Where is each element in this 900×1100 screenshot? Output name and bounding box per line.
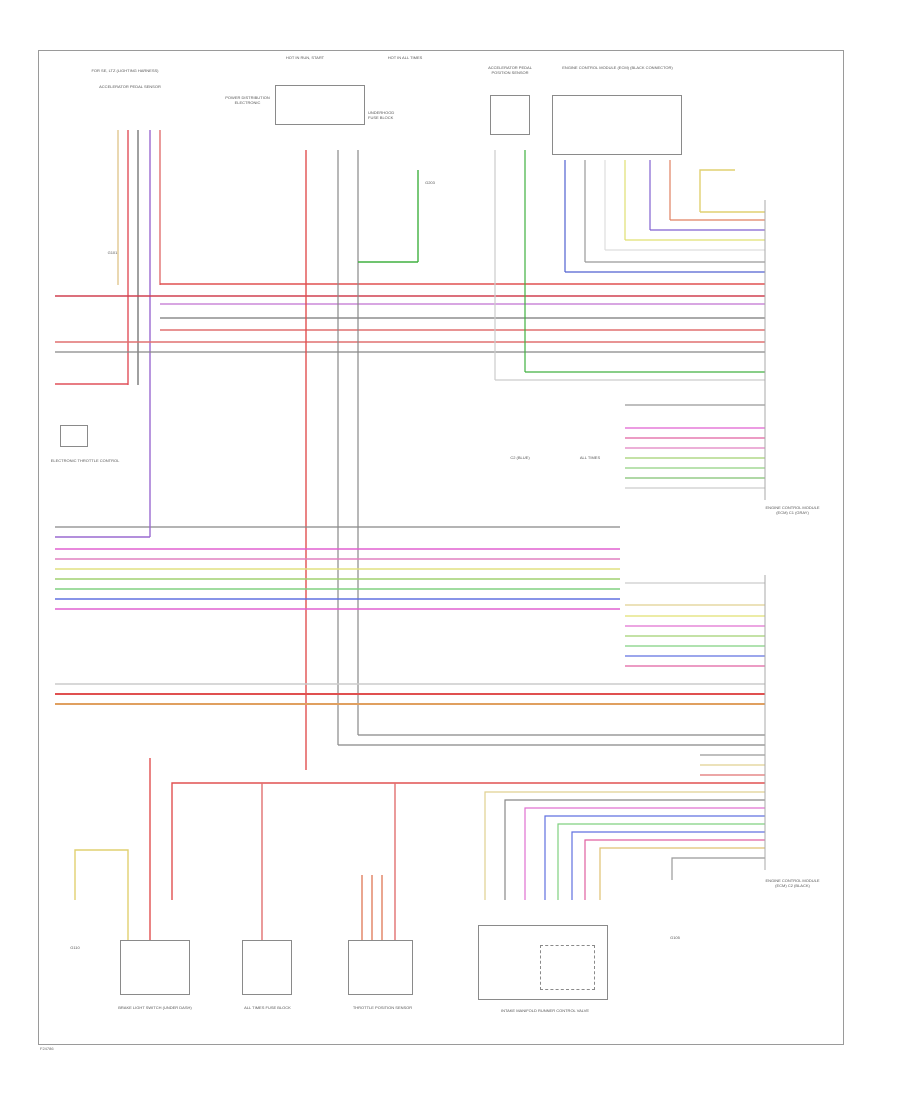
- relay-group-label: POWER DISTRIBUTION ELECTRONIC: [225, 95, 270, 105]
- mid-sublabel: C2 (BLUE): [510, 455, 530, 460]
- pedal-module-box: [552, 95, 682, 155]
- left-block-label: ELECTRONIC THROTTLE CONTROL: [50, 458, 120, 463]
- ground-label-2: G203: [425, 180, 435, 185]
- center-vertical-wires: [305, 150, 419, 770]
- right-top-connector-wires: [494, 150, 765, 381]
- bottom-label-3: THROTTLE POSITION SENSOR: [352, 1005, 413, 1010]
- bottom-label-1: BRAKE LIGHT SWITCH (UNDER DASH): [118, 1005, 192, 1010]
- fuse-block-box: [242, 940, 292, 995]
- bottom-component-wires: [74, 758, 396, 940]
- top-left-sub-label: ACCELERATOR PEDAL SENSOR: [99, 84, 161, 89]
- intake-valve-box: [478, 925, 608, 1000]
- intake-valve-inner: [540, 945, 595, 990]
- diagram-frame: [38, 50, 844, 1045]
- top-relay-box: [275, 85, 365, 125]
- mid-label: ALL TIMES: [579, 455, 601, 460]
- top-left-connector-wires: [117, 130, 161, 515]
- diagram-footer-code: F24786: [40, 1046, 54, 1051]
- hot-run-label-2: HOT IN ALL TIMES: [387, 55, 423, 60]
- fuse-block-label: UNDERHOOD FUSE BLOCK: [368, 110, 395, 120]
- hot-run-label-1: HOT IN RUN, START: [285, 55, 325, 60]
- fuse-box-right: [490, 95, 530, 135]
- throttle-sensor-box: [348, 940, 413, 995]
- bottom-label-2: ALL TIMES FUSE BLOCK: [244, 1005, 291, 1010]
- ecm-bottom-wires: [171, 754, 765, 900]
- ecm-c1-wires: [625, 404, 765, 489]
- mid-horizontal-wires: [55, 515, 620, 610]
- ecm-c2-label: ENGINE CONTROL MODULE (ECM) C2 (BLACK): [765, 878, 820, 888]
- left-module-box: [60, 425, 88, 447]
- ecm-c1-label: ENGINE CONTROL MODULE (ECM) C1 (GRAY): [765, 505, 820, 515]
- ecm-c2-wires: [625, 582, 765, 667]
- ground-label-1: G101: [107, 250, 118, 255]
- top-left-module-label: FOR SE, LTZ (LIGHTING HARNESS): [91, 68, 159, 73]
- bottom-label-4: INTAKE MANIFOLD RUNNER CONTROL VALVE: [500, 1008, 590, 1013]
- pedal-position-label: ACCELERATOR PEDAL POSITION SENSOR: [488, 65, 532, 75]
- bottom-ground-label: G110: [70, 945, 80, 950]
- upper-horizontal-wires: [55, 283, 765, 385]
- right-top-module-label: ENGINE CONTROL MODULE (ECM) (BLACK CONNE…: [562, 65, 673, 70]
- lower-horizontal-wires: [55, 683, 765, 746]
- brake-switch-box: [120, 940, 190, 995]
- bottom-ground-label-2: G105: [670, 935, 680, 940]
